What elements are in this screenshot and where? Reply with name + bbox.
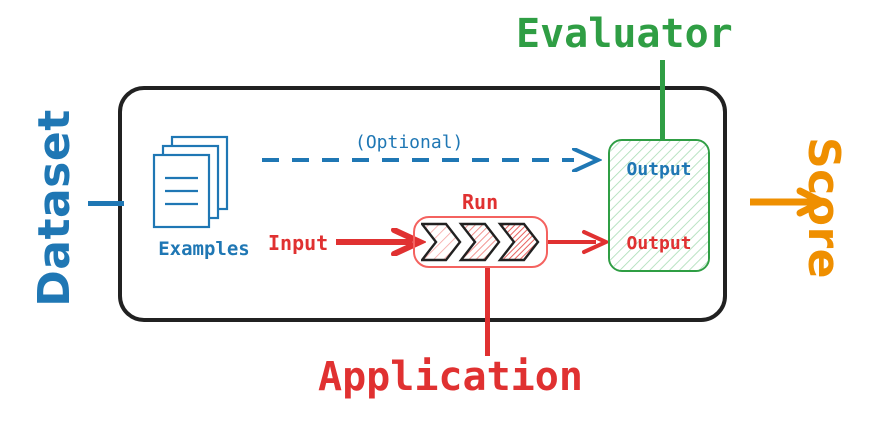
input-edge-label: Input	[268, 231, 329, 255]
input-arrow-icon	[336, 228, 426, 256]
output-from-dataset-label: Output	[626, 159, 692, 180]
evaluator-connector-line	[660, 60, 665, 140]
score-arrow-icon	[750, 187, 830, 217]
three-chevrons-icon	[421, 222, 540, 262]
run-box	[413, 216, 548, 268]
evaluator-output-box: Output Output	[608, 139, 710, 272]
evaluator-label: Evaluator	[516, 11, 733, 57]
run-to-output-arrow-icon	[548, 230, 610, 254]
output-from-application-label: Output	[626, 233, 692, 254]
application-label: Application	[318, 354, 583, 400]
examples-node: Examples	[152, 135, 260, 260]
dataset-connector-line	[88, 201, 124, 206]
dataset-label: Dataset	[28, 109, 80, 307]
green-hatch-pattern	[610, 141, 708, 270]
optional-dashed-arrow-icon	[262, 148, 602, 172]
application-connector-line	[485, 268, 490, 356]
optional-edge-label: (Optional)	[355, 132, 464, 153]
run-label: Run	[462, 190, 499, 214]
examples-caption: Examples	[158, 238, 250, 260]
stacked-documents-icon	[152, 135, 229, 229]
